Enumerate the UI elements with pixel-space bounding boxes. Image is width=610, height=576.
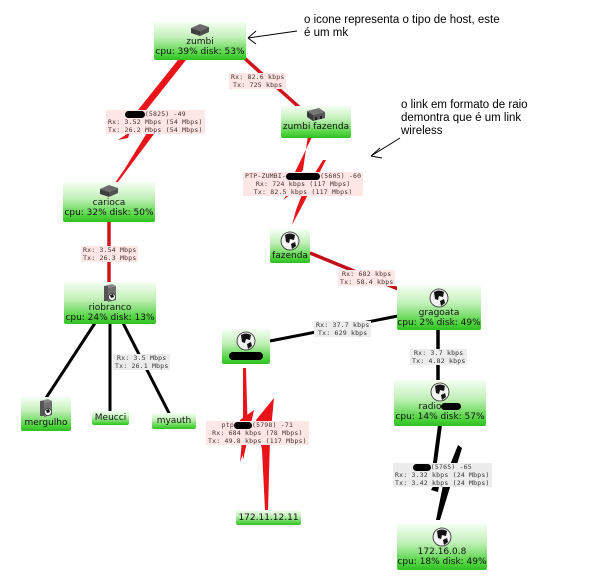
node-riobranco[interactable]: riobranco cpu: 24% disk: 13% [64,282,156,324]
node-name: 172.16.0.8 [417,547,467,557]
tx-text: Tx: 4.82 kbps [412,357,466,365]
tx-text: Tx: 725 kbps [233,81,283,89]
node-172-16-0-8[interactable]: 172.16.0.8 cpu: 18% disk: 49% [397,524,487,570]
router-icon [100,185,118,197]
tx-text: Tx: 26.2 Mbps (54 Mbps) [108,126,203,134]
tx-text: Tx: 26.3 Mbps [83,254,137,262]
link-label-gragoata-radio: Rx: 3.7 kbps Tx: 4.82 kbps [410,349,468,365]
rx-text: Rx: 682 kbps [342,270,392,278]
rx-text: Rx: 3.7 kbps [414,349,464,357]
node-zumbi[interactable]: zumbi cpu: 39% disk: 53% [154,22,246,60]
redacted-text [441,403,462,410]
redacted-name [229,351,263,360]
node-meucci[interactable]: Meucci [92,411,129,425]
router-icon [191,24,209,36]
node-name: fazenda [272,251,308,261]
node-name: zumbi fazenda [282,122,350,132]
link-label-riobranco-myauth: Rx: 3.5 Mbps Tx: 26.1 Mbps [113,354,171,370]
node-myauth[interactable]: myauth [152,413,196,429]
link-label-carioca-riobranco: Rx: 3.54 Mbps Tx: 26.3 Mbps [81,246,139,262]
rx-text: Rx: 3.54 Mbps [83,246,137,254]
node-stats: cpu: 39% disk: 53% [155,47,245,57]
redacted-text [233,421,252,429]
rx-text: Rx: 3.5 Mbps [117,354,167,362]
node-name-text: radio [418,402,442,412]
wireless-prefix-text: PTP-ZUMBI- [245,172,287,180]
tx-text: Tx: 26.1 Mbps [115,362,169,370]
link-label-fazenda-gragoata: Rx: 682 kbps Tx: 58.4 kbps [338,270,396,286]
tx-text: Tx: 49.8 kbps (117 Mbps) [208,437,307,445]
link-label-radio-ip_172_16_0_8: (5765) -65 Rx: 3.32 kbps (24 Mbps) Tx: 3… [393,463,492,487]
wireless-link-annotation: o link em formato de raio demontra que é… [401,99,528,137]
link-label-zumbi_fazenda-fazenda: PTP-ZUMBI- (5605) -60 Rx: 724 kbps (117 M… [243,172,364,196]
node-carioca[interactable]: carioca cpu: 32% disk: 50% [63,182,155,222]
tx-text: Tx: 58.4 kbps [340,278,394,286]
tx-text: Tx: 629 kbps [318,329,368,337]
host-icon-annotation: o icone representa o tipo de host, este … [304,14,500,39]
redacted-text [124,110,145,118]
node-name: 172.11.12.11 [238,513,299,523]
node-stats: cpu: 18% disk: 49% [397,557,487,567]
rx-text: Rx: 37.7 kbps [316,321,370,329]
switch-icon [307,108,325,121]
tx-text: Tx: 82.5 kbps (117 Mbps) [253,188,353,196]
node-stats: cpu: 24% disk: 13% [65,313,155,323]
wireless-info-text: (5605) -60 [320,172,362,180]
node-name: riobranco [88,303,132,313]
node-gragoata[interactable]: gragoata cpu: 2% disk: 49% [397,285,481,330]
node-172-11-12-11[interactable]: 172.11.12.11 [236,510,301,525]
node-stats: cpu: 32% disk: 50% [64,208,154,218]
node-fazenda[interactable]: fazenda [270,229,310,263]
link-label-redacted_host-gragoata: Rx: 37.7 kbps Tx: 629 kbps [314,321,372,337]
annotation-arrow-host [247,30,298,45]
link-label-zumbi-zumbi_fazenda: Rx: 82.6 kbps Tx: 725 kbps [229,73,287,89]
node-name: carioca [92,198,126,208]
rx-text: Rx: 3.52 Mbps (54 Mbps) [108,118,203,126]
rx-text: Rx: 3.32 kbps (24 Mbps) [395,471,490,479]
rx-text: Rx: 684 kbps (78 Mbps) [212,429,303,437]
annotation-arrow-wireless [370,137,401,159]
wireless-info-text: (5765) -65 [430,463,472,471]
node-name: zumbi [186,37,214,47]
rx-text: Rx: 724 kbps (117 Mbps) [255,180,351,188]
redacted-text [286,172,321,180]
server-icon [104,284,116,302]
wireless-info-text: (5825) -49 [144,110,186,118]
node-radio[interactable]: radio cpu: 14% disk: 57% [394,380,486,426]
node-redacted-host[interactable] [222,329,270,364]
node-name: mergulho [24,418,68,428]
link-label-zumbi-carioca: (5825) -49 Rx: 3.52 Mbps (54 Mbps) Tx: 2… [106,110,205,134]
node-name: radio [394,402,486,412]
node-stats: cpu: 14% disk: 57% [395,412,485,422]
wireless-prefix-text: ptp [221,421,234,429]
node-mergulho[interactable]: mergulho [21,397,71,431]
node-zumbi-fazenda[interactable]: zumbi fazenda [281,106,351,138]
node-stats: cpu: 2% disk: 49% [397,318,481,328]
globe-icon [236,331,256,351]
node-name: Meucci [94,413,127,423]
globe-icon [280,231,300,251]
globe-icon [430,382,450,402]
wireless-info-text: (5798) -71 [251,421,294,429]
globe-icon [429,288,449,308]
tx-text: Tx: 3.42 kbps (24 Mbps) [395,479,490,487]
server-icon [40,399,52,417]
node-name: gragoata [418,308,460,318]
rx-text: Rx: 82.6 kbps [231,73,285,81]
redacted-text [412,463,431,471]
node-name: myauth [156,416,192,426]
link-label-redacted_host-ip_172_11_12_11: ptp (5798) -71 Rx: 684 kbps (78 Mbps) Tx:… [206,421,309,445]
link-riobranco-mergulho[interactable] [44,322,97,399]
globe-icon [432,527,452,547]
